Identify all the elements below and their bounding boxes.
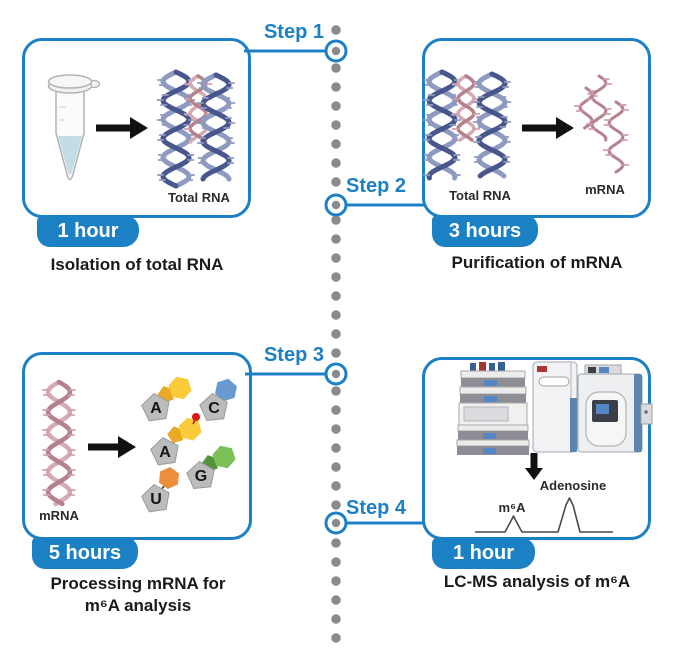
- step1-caption: Isolation of total RNA: [50, 255, 224, 274]
- nucleotide-letter-g: G: [194, 468, 208, 485]
- chromatogram-peak2-label: Adenosine: [539, 478, 607, 493]
- timeline-rings: [324, 39, 348, 535]
- step2-duration-badge: 3 hours: [432, 215, 538, 247]
- step2-label: Step 2: [346, 175, 407, 197]
- step3-caption-line2: m⁶A analysis: [84, 596, 192, 615]
- nucleotide-letter-u: U: [150, 491, 162, 508]
- step3-duration-badge: 5 hours: [32, 537, 138, 569]
- step2-ring: [324, 193, 348, 217]
- step3-label: Step 3: [263, 344, 324, 366]
- panel3-mrna-label: mRNA: [39, 508, 79, 523]
- panel2-total-rna-label: Total RNA: [449, 188, 511, 203]
- step3-ring: [324, 362, 348, 386]
- step1-duration-badge: 1 hour: [37, 216, 139, 247]
- step1-label: Step 1: [263, 21, 324, 43]
- step2-caption: Purification of mRNA: [451, 253, 623, 272]
- chromatogram-peak1-label: m⁶A: [498, 500, 526, 515]
- step4-ring: [324, 511, 348, 535]
- nucleotide-letter-c: C: [208, 400, 220, 417]
- step3-caption: Processing mRNA for m⁶A analysis: [22, 573, 254, 617]
- step4-label: Step 4: [346, 497, 407, 519]
- connector-lines: [244, 49, 424, 525]
- nucleotide-letter-a2: A: [159, 444, 171, 461]
- panel1-total-rna-label: Total RNA: [168, 190, 230, 205]
- step1-ring: [324, 39, 348, 63]
- step3-caption-line1: Processing mRNA for: [50, 574, 226, 593]
- step4-caption: LC-MS analysis of m⁶A: [443, 572, 631, 591]
- step4-duration-badge: 1 hour: [432, 538, 535, 569]
- panel-step4: [422, 357, 651, 540]
- panel2-mrna-label: mRNA: [585, 182, 625, 197]
- nucleotide-letter-a1: A: [150, 400, 162, 417]
